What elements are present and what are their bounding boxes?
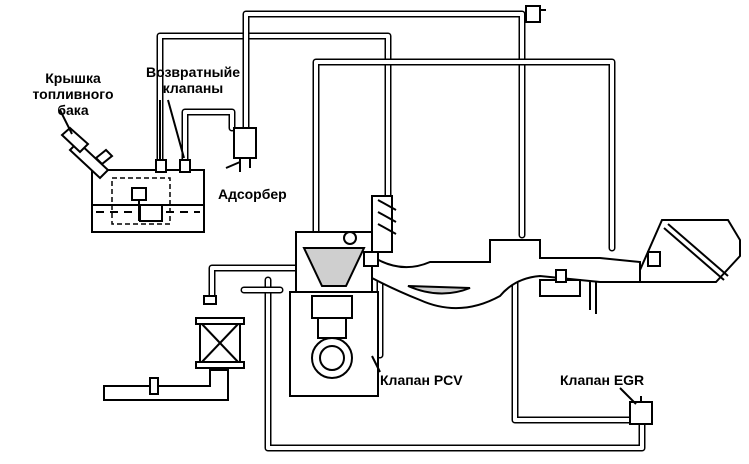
fuel-filler-cap-label-line2: топливного <box>32 86 114 102</box>
fuel-filler-cap-label-line3: бака <box>57 102 89 118</box>
egr-valve-part <box>629 396 653 425</box>
fuel-filler-cap-label: Крышка топливного бака <box>28 70 118 118</box>
throttle-body <box>639 219 741 283</box>
vapor-lines <box>156 10 646 452</box>
air-cleaner <box>103 295 245 401</box>
check-valves-label-line2: клапаны <box>162 80 224 96</box>
charcoal-canister <box>233 127 257 172</box>
intake-manifold <box>368 239 641 314</box>
egr-valve-label: Клапан EGR <box>560 372 645 388</box>
leader-lines <box>59 109 637 405</box>
fuel-filler-cap-label-line1: Крышка <box>45 70 101 86</box>
check-valves-label-line1: Возвратныйе <box>145 64 241 80</box>
check-valves <box>155 99 191 173</box>
check-valves-label: Возвратныйе клапаны <box>138 64 248 96</box>
pcv-valve-label: Клапан PCV <box>380 372 463 388</box>
canister-label: Адсорбер <box>218 186 287 202</box>
fuel-filler-cap <box>60 126 114 180</box>
purge-valve <box>525 5 546 23</box>
engine <box>289 195 397 397</box>
fuel-tank <box>91 169 205 233</box>
